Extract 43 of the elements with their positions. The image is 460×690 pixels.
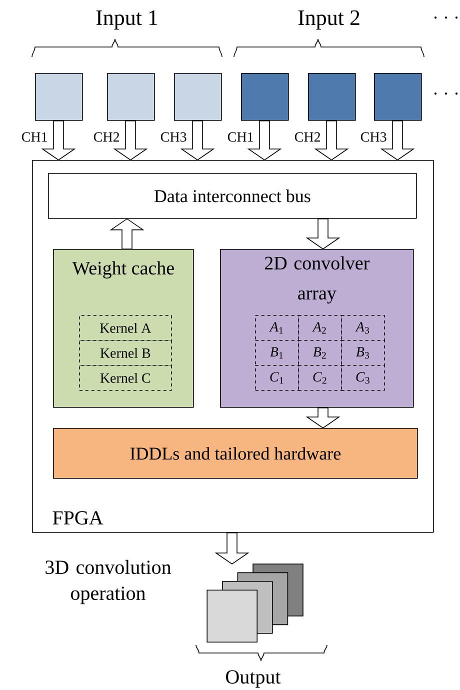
dashed-cell: C$_{1}$ xyxy=(255,365,299,391)
edge-label: CH3 xyxy=(359,131,388,143)
input-square xyxy=(241,73,289,121)
text-label: Output xyxy=(226,670,281,688)
dashed-cell: B$_{1}$ xyxy=(255,340,299,366)
input-square xyxy=(107,73,155,121)
text-label: · · · xyxy=(434,92,458,95)
dashed-cell: A$_{2}$ xyxy=(298,315,342,341)
dashed-cell: Kernel B xyxy=(79,340,172,366)
block-arrow xyxy=(306,407,340,428)
block-arrow xyxy=(180,120,215,160)
block-arrow xyxy=(113,120,148,160)
output-stack-drawing xyxy=(206,564,304,642)
input-square xyxy=(374,73,422,121)
edge-label: CH1 xyxy=(20,131,49,143)
text-label: Input 2 xyxy=(298,10,360,30)
input-square xyxy=(35,73,83,121)
dashed-cell: B$_{2}$ xyxy=(298,340,342,366)
process-box: Data interconnect bus xyxy=(48,173,417,219)
dashed-cell: Kernel C xyxy=(79,365,172,391)
block-arrow xyxy=(306,218,340,250)
input-square xyxy=(308,73,356,121)
text-label: Input 1 xyxy=(96,10,158,30)
edge-label: CH3 xyxy=(159,131,188,143)
input-square xyxy=(174,73,222,121)
process-box: IDDLs and tailored hardware xyxy=(53,428,418,479)
text-label: · · · xyxy=(434,16,458,19)
dashed-cell: B$_{3}$ xyxy=(341,340,385,366)
block-arrow xyxy=(41,120,76,160)
edge-label: 3D convolution operation xyxy=(46,560,172,604)
dashed-cell: Kernel A xyxy=(79,315,172,341)
edge-label: CH1 xyxy=(226,131,255,143)
dashed-cell: C$_{2}$ xyxy=(298,365,342,391)
block-arrow xyxy=(110,218,144,250)
dashed-cell: C$_{3}$ xyxy=(341,365,385,391)
dashed-cell: A$_{1}$ xyxy=(255,315,299,341)
block-arrow xyxy=(380,120,415,160)
block-arrow xyxy=(247,120,282,160)
edge-label: CH2 xyxy=(293,131,322,143)
edge-label: CH2 xyxy=(92,131,121,143)
block-arrow xyxy=(214,532,250,564)
dashed-cell: A$_{3}$ xyxy=(341,315,385,341)
block-arrow xyxy=(314,120,349,160)
